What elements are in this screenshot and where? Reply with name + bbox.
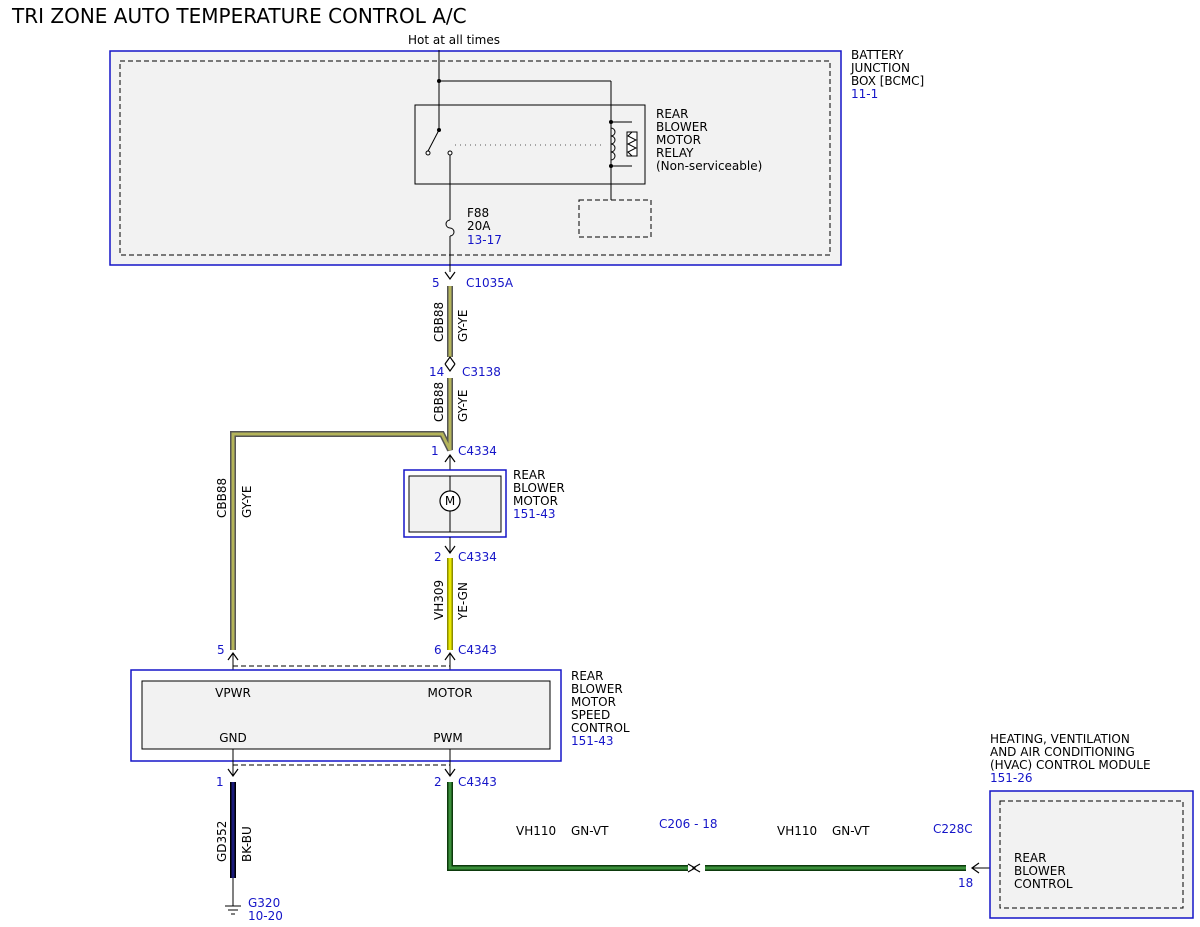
speed-pin-vpwr: VPWR xyxy=(215,686,251,700)
speed-pin-gnd: GND xyxy=(219,731,247,745)
supply-label: Hot at all times xyxy=(408,33,500,47)
wire-gd352-circuit: GD352 xyxy=(215,821,229,862)
hvac-inner-label-3: CONTROL xyxy=(1014,877,1073,891)
c3138-pin: 14 xyxy=(429,365,444,379)
c4334-pin2-connector-symbol xyxy=(444,545,456,555)
wire-vh309-circuit: VH309 xyxy=(432,580,446,620)
wire-vh110-a-outline xyxy=(447,782,688,871)
hvac-label-2: AND AIR CONDITIONING xyxy=(990,745,1135,759)
relay-box xyxy=(414,104,646,185)
resistor-zigzag xyxy=(626,131,638,157)
speed-label-4: SPEED xyxy=(571,708,610,722)
wire-vh309-color: YE-GN xyxy=(456,582,470,621)
wire-mid-color: GY-YE xyxy=(456,390,470,422)
c4343-6-pin: 6 xyxy=(434,643,442,657)
c4334-2-name[interactable]: C4334 xyxy=(458,550,497,564)
speed-label-5: CONTROL xyxy=(571,721,630,735)
c1035a-connector-symbol xyxy=(444,271,456,281)
hvac-inner-boundary xyxy=(999,800,1184,909)
c4343-pin1: 1 xyxy=(216,775,224,789)
relay-switch-arm xyxy=(426,129,440,154)
c4343-6-name[interactable]: C4343 xyxy=(458,643,497,657)
speed-label-3: MOTOR xyxy=(571,695,616,709)
c4343-2-pin: 2 xyxy=(434,775,442,789)
ground-ref-link[interactable]: 10-20 xyxy=(248,909,283,923)
bjb-inner-boundary xyxy=(119,60,831,256)
c4334-1-name[interactable]: C4334 xyxy=(458,444,497,458)
speed-label-1: REAR xyxy=(571,669,603,683)
speed-pin-motor: MOTOR xyxy=(428,686,473,700)
c4343-pin2-connector-symbol xyxy=(444,768,456,778)
motor-label-3: MOTOR xyxy=(513,494,558,508)
relay-label-2: BLOWER xyxy=(656,120,708,134)
fuse-ref-link[interactable]: 13-17 xyxy=(467,233,502,247)
speed-label-2: BLOWER xyxy=(571,682,623,696)
motor-label-1: REAR xyxy=(513,468,545,482)
relay-label-1: REAR xyxy=(656,107,688,121)
c4343-2-name[interactable]: C4343 xyxy=(458,775,497,789)
wire-top-color: GY-YE xyxy=(456,310,470,342)
c4334-2-pin: 2 xyxy=(434,550,442,564)
motor-ref-link[interactable]: 151-43 xyxy=(513,507,556,521)
c4343-pin1-connector-symbol xyxy=(227,768,239,778)
speed-pin-pwm: PWM xyxy=(433,731,462,745)
hvac-label-3: (HVAC) CONTROL MODULE xyxy=(990,758,1151,772)
relay-coil-ground-module xyxy=(578,199,652,238)
c206-name[interactable]: C206 - 18 xyxy=(659,817,718,831)
c1035a-name[interactable]: C1035A xyxy=(466,276,514,290)
ground-name[interactable]: G320 xyxy=(248,896,280,910)
wire-vh110-a-circuit: VH110 xyxy=(516,824,556,838)
speed-ref-link[interactable]: 151-43 xyxy=(571,734,614,748)
hvac-control-module xyxy=(989,790,1194,919)
c228c-name[interactable]: C228C xyxy=(933,822,973,836)
wire-left-color: GY-YE xyxy=(240,486,254,518)
bjb-label-2: JUNCTION xyxy=(850,61,910,75)
relay-label-4: RELAY xyxy=(656,146,694,160)
wire-left-circuit: CBB88 xyxy=(215,478,229,518)
fuse-f88-symbol xyxy=(445,219,455,237)
c1035a-pin: 5 xyxy=(432,276,440,290)
wire-gd352-color: BK-BU xyxy=(240,826,254,862)
relay-nc-contact xyxy=(425,150,431,156)
wire-vh110-b-circuit: VH110 xyxy=(777,824,817,838)
c3138-name[interactable]: C3138 xyxy=(462,365,501,379)
hvac-label-1: HEATING, VENTILATION xyxy=(990,732,1130,746)
wire-top-circuit: CBB88 xyxy=(432,302,446,342)
hvac-inner-label-1: REAR xyxy=(1014,851,1046,865)
speed-control-inner xyxy=(141,680,551,750)
bjb-label-3: BOX [BCMC] xyxy=(851,74,924,88)
relay-coil xyxy=(610,127,616,161)
relay-no-contact xyxy=(447,150,453,156)
wire-cbb88-mid[interactable] xyxy=(231,378,452,650)
fuse-name: F88 xyxy=(467,206,489,220)
motor-symbol-letter: M xyxy=(445,494,455,508)
c4334-1-pin: 1 xyxy=(431,444,439,458)
bjb-ref-link[interactable]: 11-1 xyxy=(851,87,878,101)
wire-vh110-b-color: GN-VT xyxy=(832,824,870,838)
motor-symbol xyxy=(439,490,461,512)
hvac-inner-label-2: BLOWER xyxy=(1014,864,1066,878)
motor-label-2: BLOWER xyxy=(513,481,565,495)
bjb-label-1: BATTERY xyxy=(851,48,904,62)
c3138-connector-symbol xyxy=(444,355,456,373)
wire-vh110-a-color: GN-VT xyxy=(571,824,609,838)
wire-mid-circuit: CBB88 xyxy=(432,382,446,422)
diagram-title: TRI ZONE AUTO TEMPERATURE CONTROL A/C xyxy=(11,4,467,28)
relay-label-3: MOTOR xyxy=(656,133,701,147)
relay-label-5: (Non-serviceable) xyxy=(656,159,762,173)
c206-connector-symbol xyxy=(687,863,701,873)
hvac-ref-link[interactable]: 151-26 xyxy=(990,771,1033,785)
wire-vh110-a[interactable] xyxy=(448,782,688,870)
battery-junction-box xyxy=(109,50,842,266)
fuse-rating: 20A xyxy=(467,219,491,233)
c4343-pin5: 5 xyxy=(217,643,225,657)
c228c-pin: 18 xyxy=(958,876,973,890)
